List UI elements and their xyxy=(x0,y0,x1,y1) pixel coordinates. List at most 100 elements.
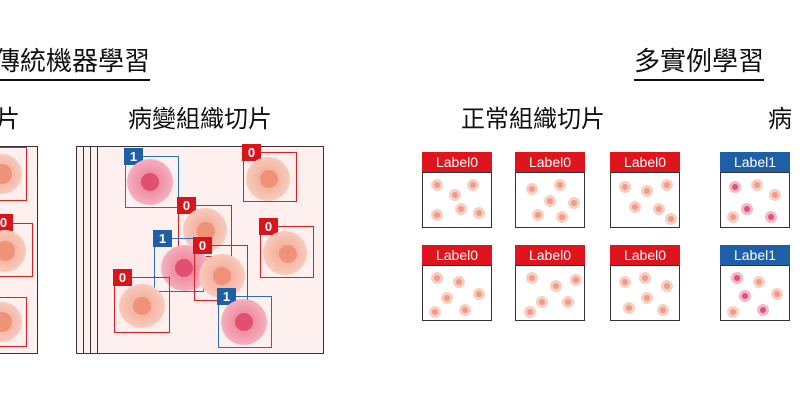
cell-dot xyxy=(429,306,441,318)
instance-label-tag: 0 xyxy=(242,144,261,161)
nucleus xyxy=(279,245,297,263)
cell xyxy=(127,159,173,205)
bag-label: Label0 xyxy=(422,245,492,265)
cell xyxy=(263,231,307,275)
instance-box xyxy=(0,297,27,347)
cell xyxy=(221,299,267,345)
cell xyxy=(119,284,165,328)
cell-dot xyxy=(536,296,548,308)
instance-label-tag: 1 xyxy=(217,288,236,305)
cell-dot xyxy=(665,213,677,225)
cell-dot xyxy=(441,292,453,304)
instance-label-tag: 0 xyxy=(113,269,132,286)
cell-dot xyxy=(455,203,467,215)
lesion-slide-label-partial: 病 xyxy=(768,105,792,133)
nucleus xyxy=(0,164,12,184)
bag-label: Label0 xyxy=(610,245,680,265)
cell xyxy=(0,154,22,194)
traditional-ml-heading: 傳統機器學習 xyxy=(0,46,151,81)
cell-dot xyxy=(453,276,465,288)
lesion-slide: 1 0 0 0 1 0 0 1 xyxy=(97,144,324,354)
nucleus xyxy=(141,173,159,191)
cell-dot xyxy=(739,290,751,302)
cell-dot xyxy=(431,209,443,221)
bag-box xyxy=(515,265,585,321)
cell-dot xyxy=(657,304,669,316)
bag-box xyxy=(422,265,492,321)
cell-dot xyxy=(619,276,631,288)
bag-box xyxy=(610,265,680,321)
normal-slide-label: 正常組織切片 xyxy=(461,105,605,133)
cell-dot xyxy=(568,197,580,209)
cell-dot xyxy=(473,288,485,300)
cell-dot xyxy=(431,179,443,191)
cell-dot xyxy=(765,211,777,223)
cell-dot xyxy=(550,280,562,292)
cell-dot xyxy=(661,280,673,292)
cell-dot xyxy=(554,179,566,191)
cell-dot xyxy=(751,179,763,191)
cell-dot xyxy=(467,179,479,191)
cell-dot xyxy=(532,209,544,221)
bag-box xyxy=(720,265,790,321)
cell-dot xyxy=(729,181,741,193)
cell-dot xyxy=(556,211,568,223)
instance-box: 1 xyxy=(217,288,272,348)
instance-label-tag: 0 xyxy=(259,218,278,235)
instance-box: 0 xyxy=(259,218,314,278)
bag-normal: Label0 xyxy=(515,152,585,228)
cell-dot xyxy=(639,272,651,284)
instance-box: 1 xyxy=(124,148,179,208)
cell-dot xyxy=(653,203,665,215)
cell-dot xyxy=(623,302,635,314)
instance-label-tag: 0 xyxy=(177,197,196,214)
bag-label: Label1 xyxy=(720,245,790,265)
cell-dot xyxy=(526,272,538,284)
nucleus xyxy=(133,297,151,315)
bag-label: Label0 xyxy=(515,245,585,265)
cell-dot xyxy=(526,183,538,195)
instance-box: 0 xyxy=(113,269,170,333)
bag-box xyxy=(610,172,680,228)
cell-dot xyxy=(431,272,443,284)
bag-label: Label0 xyxy=(515,152,585,172)
cell-dot xyxy=(449,189,461,201)
bag-box xyxy=(515,172,585,228)
bag-normal: Label0 xyxy=(422,152,492,228)
cell xyxy=(0,302,22,342)
cell-dot xyxy=(753,276,765,288)
cell xyxy=(246,157,290,201)
instance-label-tag: 0 xyxy=(0,214,13,231)
cell-dot xyxy=(524,306,536,318)
cell xyxy=(183,208,227,252)
cell-dot xyxy=(771,288,783,300)
cell xyxy=(0,230,26,272)
mil-heading: 多實例學習 xyxy=(634,46,765,81)
nucleus xyxy=(197,222,215,240)
bag-normal: Label0 xyxy=(422,245,492,321)
bag-lesion: Label1 xyxy=(720,245,790,321)
cell-dot xyxy=(641,292,653,304)
bag-normal: Label0 xyxy=(515,245,585,321)
cell-dot xyxy=(619,181,631,193)
instance-box: 0 xyxy=(242,144,297,202)
bag-label: Label0 xyxy=(610,152,680,172)
cell-dot xyxy=(731,272,743,284)
cell-dot xyxy=(473,207,485,219)
cell-dot xyxy=(757,304,769,316)
instance-box: 0 xyxy=(177,197,232,257)
nucleus xyxy=(213,267,231,285)
cell-dot xyxy=(459,304,471,316)
cell-dot xyxy=(741,203,753,215)
bag-box xyxy=(720,172,790,228)
nucleus xyxy=(235,313,253,331)
cell-dot xyxy=(629,201,641,213)
bag-box xyxy=(422,172,492,228)
instance-label-tag: 0 xyxy=(193,237,212,254)
normal-slide-label-partial: 片 xyxy=(0,105,20,133)
cell-dot xyxy=(727,306,739,318)
nucleus xyxy=(175,259,193,277)
cell-dot xyxy=(570,274,582,286)
normal-slide-partial: 0 xyxy=(0,146,38,354)
instance-box: 0 xyxy=(0,214,33,277)
